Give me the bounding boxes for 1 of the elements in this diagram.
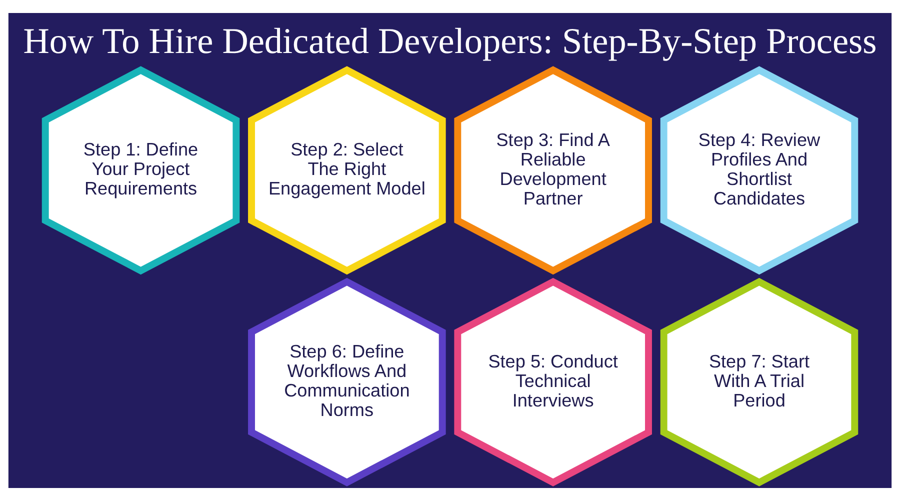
diagram-title: How To Hire Dedicated Developers: Step-By-Step Process xyxy=(23,20,877,61)
